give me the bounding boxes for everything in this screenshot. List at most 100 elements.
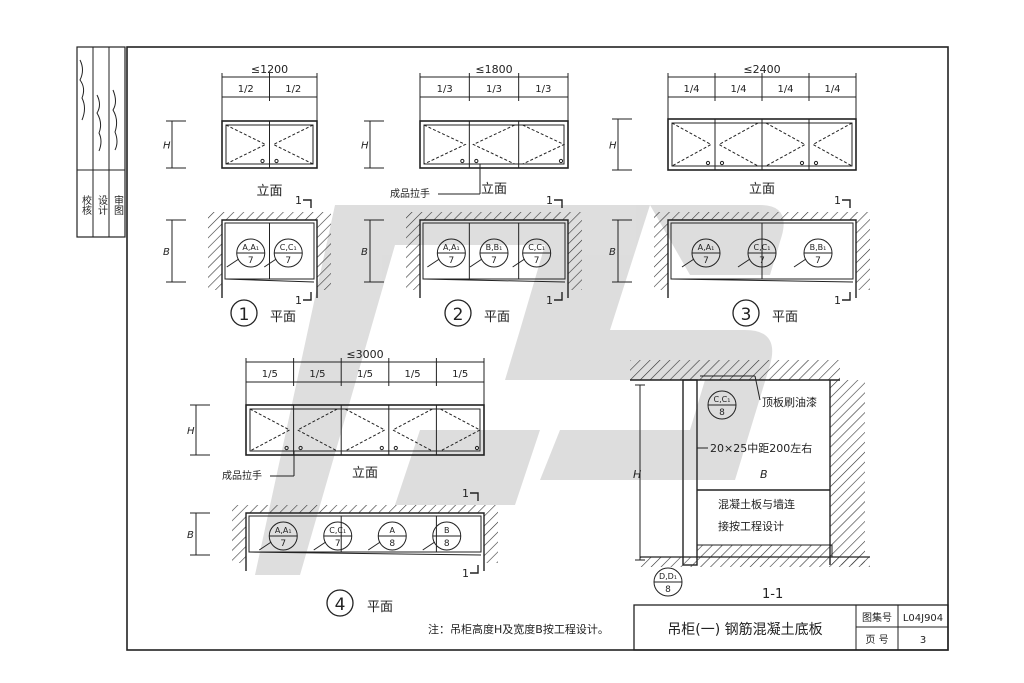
section-mark-top: 1 <box>834 194 841 207</box>
side-label-1: 设计 <box>96 195 108 216</box>
wall-hatch-right <box>568 220 582 290</box>
handle-dot <box>705 160 711 166</box>
view-number-circle <box>444 299 472 327</box>
callout-sheet: 7 <box>703 256 709 266</box>
callout-leader <box>313 541 327 551</box>
callout-sheet: 7 <box>815 256 821 266</box>
section-arrow <box>303 292 312 301</box>
section-callout-bottom-ref: D,D₁ <box>659 572 677 581</box>
wall-hatch-top <box>208 212 331 220</box>
plan-door-line <box>670 278 854 283</box>
door-swing <box>811 122 853 167</box>
handle-dot <box>474 445 480 451</box>
callout-sheet: 7 <box>448 256 454 266</box>
plan-door-line <box>422 278 566 283</box>
section-dim-H: H <box>633 468 641 481</box>
wall-line <box>419 219 569 298</box>
callout-sheet: 8 <box>389 539 395 549</box>
footnote: 注：吊柜高度H及宽度B按工程设计。 <box>428 622 609 636</box>
callout-ref: C,C₁ <box>528 243 545 252</box>
elevation-label: 立面 <box>256 184 282 199</box>
handle-dot <box>460 158 465 164</box>
plan-door-line <box>248 551 482 556</box>
callout-sheet: 8 <box>444 539 450 549</box>
wall-hatch-left <box>232 513 246 563</box>
wall-line <box>245 512 485 571</box>
handle-dot <box>558 158 564 164</box>
callout-ref: C,C₁ <box>754 243 771 252</box>
handle-dot <box>393 445 398 451</box>
section-callout-top-ref: C,C₁ <box>714 395 731 404</box>
section-mark-top: 1 <box>295 194 302 207</box>
wall-line <box>221 219 318 298</box>
section-mark-bottom: 1 <box>834 294 841 307</box>
side-label-2: 审图 <box>112 194 124 216</box>
callout-leader <box>263 258 277 268</box>
handle-label: 成品拉手 <box>222 469 262 482</box>
signature-mark-2 <box>112 89 118 151</box>
callout-leader <box>512 258 525 268</box>
title-text: 吊柜(一) 钢筋混凝土底板 <box>667 621 822 638</box>
detail-callout: A8 <box>367 521 407 551</box>
h-dim-label: H <box>609 141 617 152</box>
door-swing <box>344 408 386 452</box>
handle-dot <box>274 158 279 164</box>
door-swing <box>472 124 515 165</box>
callout-leader <box>422 541 436 551</box>
detail-callout: B8 <box>422 521 462 551</box>
fraction-label: 1/4 <box>683 84 699 95</box>
callout-leader <box>226 258 240 268</box>
wall-line <box>667 219 857 298</box>
view-number: 3 <box>741 305 752 325</box>
title-block: 吊柜(一) 钢筋混凝土底板 图集号 L04J904 页 号 3 <box>633 604 949 651</box>
h-dim-label: H <box>187 426 195 437</box>
callout-sheet: 7 <box>248 256 254 266</box>
callout-sheet: 7 <box>759 256 765 266</box>
elevation-label: 立面 <box>749 182 775 197</box>
fraction-label: 1/3 <box>437 84 453 95</box>
wall-hatch-top <box>654 212 870 220</box>
elevation-outline <box>419 120 569 169</box>
handle-dot <box>799 160 805 166</box>
callout-ref: A,A₁ <box>443 243 460 252</box>
fraction-label: 1/4 <box>824 84 840 95</box>
section-arrow <box>303 199 312 208</box>
detail-callout: C,C₁7 <box>263 238 303 268</box>
callout-ref: A,A₁ <box>698 243 715 252</box>
side-signature-block: 校核 设计 审图 <box>76 46 126 238</box>
wall-hatch-left <box>654 220 668 290</box>
callout-leader <box>737 258 751 268</box>
plan-label: 平面 <box>484 310 510 325</box>
fraction-label: 1/5 <box>357 369 373 380</box>
handle-dot <box>298 445 303 451</box>
elevation-inner <box>423 124 565 165</box>
callout-leader <box>469 258 483 268</box>
callout-sheet: 7 <box>280 539 286 549</box>
atlas-label: 图集号 <box>862 611 892 624</box>
side-label-0: 校核 <box>80 194 92 216</box>
callout-leader <box>427 258 440 268</box>
callout-ref: A,A₁ <box>275 526 292 535</box>
b-dim-label: B <box>163 247 170 258</box>
callout-sheet: 7 <box>534 256 540 266</box>
detail-callout: A,A₁ 7 <box>258 521 298 551</box>
wall-hatch-right <box>317 220 331 290</box>
view-number-circle <box>230 299 258 327</box>
view-number-circle <box>732 299 760 327</box>
section-arrow <box>842 199 851 208</box>
callout-ref: C,C₁ <box>329 526 346 535</box>
section-callout-top: C,C₁ 8 <box>707 390 737 420</box>
handle-dot <box>719 160 725 166</box>
fraction-label: 1/2 <box>285 84 301 95</box>
handle-dot <box>379 445 384 451</box>
callout-ref: A,A₁ <box>242 243 259 252</box>
handle-dot <box>260 158 265 164</box>
detail-callout: C,C₁ 7 <box>737 238 777 268</box>
callout-leader <box>367 541 381 551</box>
handle-dot <box>284 445 289 451</box>
